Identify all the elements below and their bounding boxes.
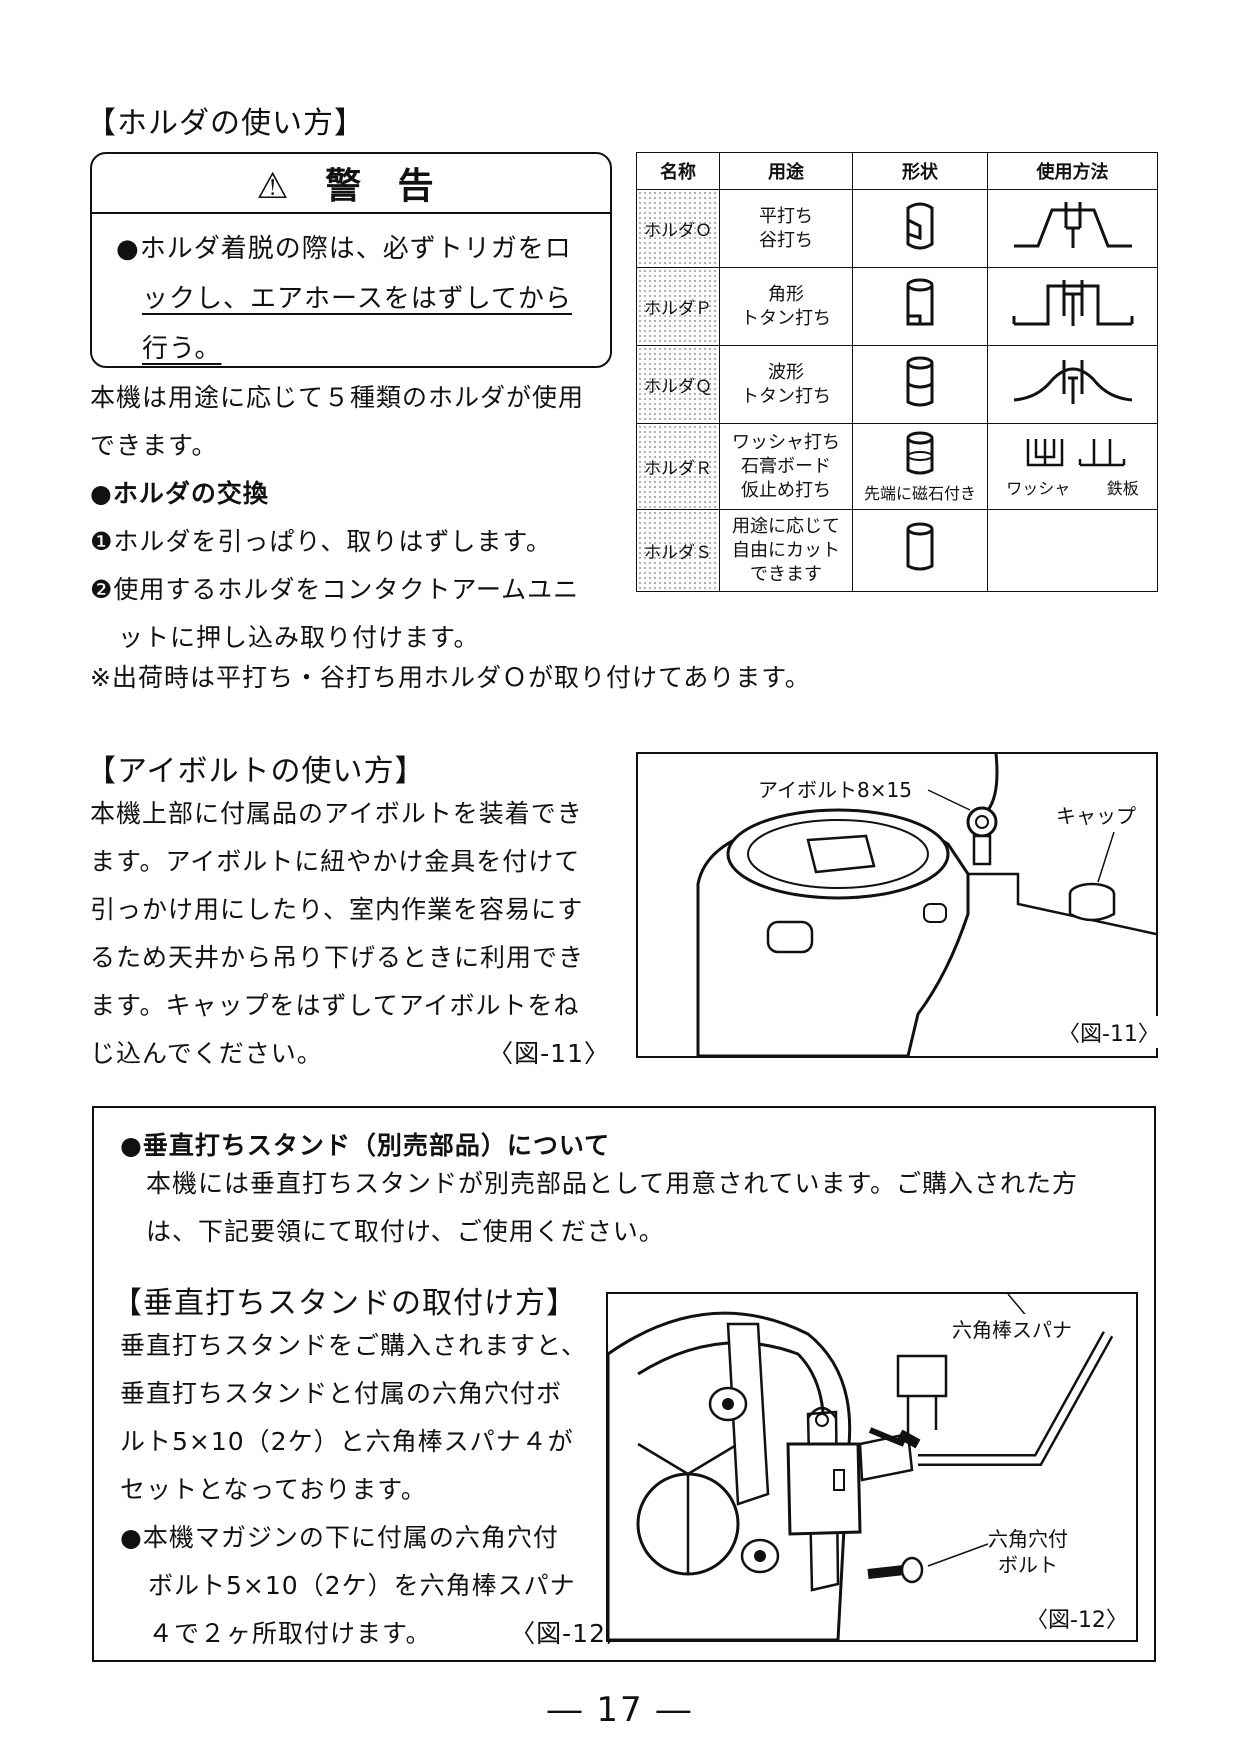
- holder-name: ホルダＱ: [636, 345, 720, 424]
- holder-note: ※出荷時は平打ち・谷打ち用ホルダＯが取り付けてあります。: [90, 663, 811, 692]
- figure-12: 六角棒スパナ 六角穴付 ボルト 〈図-12〉: [606, 1292, 1138, 1642]
- table-header: 形状: [852, 152, 988, 190]
- eyebolt-line: じ込んでください。: [90, 1039, 323, 1068]
- table-row: ホルダＳ 用途に応じて自由にカットできます: [636, 509, 1158, 592]
- eyebolt-section-title: 【アイボルトの使い方】: [86, 754, 426, 789]
- stand-line: 垂直打ちスタンドをご購入されますと、: [120, 1331, 588, 1360]
- table-row: ホルダＯ 平打ち谷打ち: [636, 189, 1158, 268]
- stand-line: 垂直打ちスタンドと付属の六角穴付ボ: [120, 1379, 563, 1408]
- table-header: 使用方法: [987, 152, 1158, 190]
- holder-step: ❷使用するホルダをコンタクトアームユニ: [90, 575, 580, 604]
- stand-bullet-line: ４で２ヶ所取付けます。: [148, 1619, 432, 1648]
- stand-text: 垂直打ちスタンドをご購入されますと、 垂直打ちスタンドと付属の六角穴付ボ ルト5…: [120, 1322, 640, 1658]
- stand-section-box: ●垂直打ちスタンド（別売部品）について 本機には垂直打ちスタンドが別売部品として…: [92, 1106, 1156, 1662]
- stand-title: 【垂直打ちスタンドの取付け方】: [112, 1286, 577, 1321]
- warning-bullet: ●: [116, 234, 140, 264]
- holder-table: 名称 用途 形状 使用方法 ホルダＯ 平打ち谷打ち ホルダＰ 角形トタン打ち ホ…: [636, 152, 1158, 592]
- eyebolt-illustration: [696, 754, 1156, 1056]
- warning-line: 行う。: [142, 334, 222, 364]
- warning-line: ホルダ着脱の際は、必ずトリガをロ: [139, 234, 572, 264]
- stand-line: ルト5×10（2ケ）と六角棒スパナ４が: [120, 1427, 574, 1456]
- holder-r-note: 先端に磁石付き: [863, 484, 976, 503]
- table-header: 名称: [636, 152, 720, 190]
- warning-box: ⚠ 警 告 ●ホルダ着脱の際は、必ずトリガをロ ックし、エアホースをはずしてから…: [90, 152, 612, 368]
- holder-name: ホルダＰ: [636, 267, 720, 346]
- table-row: ホルダＰ 角形トタン打ち: [636, 267, 1158, 346]
- stand-intro-line: 本機には垂直打ちスタンドが別売部品として用意されています。ご購入された方: [146, 1169, 1079, 1198]
- eyebolt-line: るため天井から吊り下げるときに利用でき: [90, 943, 585, 972]
- bolt-label-line: ボルト: [998, 1553, 1058, 1577]
- table-header-row: 名称 用途 形状 使用方法: [636, 152, 1158, 190]
- plate-label: 鉄板: [1106, 479, 1139, 498]
- holder-section-title: 【ホルダの使い方】: [86, 106, 365, 141]
- eyebolt-line: 本機上部に付属品のアイボルトを装着でき: [90, 799, 583, 828]
- figure-12-caption: 〈図-12〉: [1026, 1602, 1128, 1634]
- holder-name: ホルダＲ: [636, 423, 720, 510]
- stand-heading: ●垂直打ちスタンド（別売部品）について: [120, 1131, 611, 1160]
- stand-bullet-line: ボルト5×10（2ケ）を六角棒スパナ: [148, 1571, 576, 1600]
- holder-s-icon: [852, 509, 988, 592]
- bolt-label: 六角穴付 ボルト: [988, 1526, 1068, 1578]
- stand-intro: 本機には垂直打ちスタンドが別売部品として用意されています。ご購入された方 は、下…: [146, 1160, 1146, 1256]
- figure-11-caption: 〈図-11〉: [1058, 1016, 1160, 1048]
- eyebolt-text: 本機上部に付属品のアイボルトを装着でき ます。アイボルトに紐やかけ金具を付けて …: [90, 790, 630, 1078]
- holder-name: ホルダＳ: [636, 509, 720, 592]
- holder-step: ❶ホルダを引っぱり、取りはずします。: [90, 527, 552, 556]
- holder-o-icon: [852, 189, 988, 268]
- holder-p-icon: [852, 267, 988, 346]
- flat-valley-method-icon: [987, 189, 1158, 268]
- eyebolt-line: 引っかけ用にしたり、室内作業を容易にす: [90, 895, 584, 924]
- stand-intro-line: は、下記要領にて取付け、ご使用ください。: [146, 1217, 665, 1246]
- washer-plate-method-icon: ワッシャ 鉄板: [987, 423, 1158, 510]
- table-header: 用途: [719, 152, 853, 190]
- holder-q-icon: [852, 345, 988, 424]
- stand-bullet-line: ●本機マガジンの下に付属の六角穴付: [120, 1523, 559, 1552]
- holder-use: 平打ち谷打ち: [719, 189, 853, 268]
- holder-exchange-heading: ●ホルダの交換: [90, 479, 269, 508]
- figure-11: アイボルト8×15 キャップ 〈図-11〉: [636, 752, 1160, 1058]
- holder-use: 用途に応じて自由にカットできます: [719, 509, 853, 592]
- washer-label: ワッシャ: [1006, 479, 1071, 498]
- table-row: ホルダＱ 波形トタン打ち: [636, 345, 1158, 424]
- page-number: ― 17 ―: [547, 1690, 693, 1730]
- holder-intro-line: できます。: [90, 431, 218, 460]
- spanner-label: 六角棒スパナ: [952, 1314, 1072, 1343]
- eyebolt-fig-ref: 〈図-11〉: [488, 1039, 610, 1068]
- empty-method-cell: [987, 509, 1158, 592]
- holder-name: ホルダＯ: [636, 189, 720, 268]
- stand-line: セットとなっております。: [120, 1475, 427, 1504]
- bolt-label-line: 六角穴付: [988, 1527, 1068, 1551]
- holder-use: 波形トタン打ち: [719, 345, 853, 424]
- holder-intro-line: 本機は用途に応じて５種類のホルダが使用: [90, 383, 585, 412]
- holder-intro: 本機は用途に応じて５種類のホルダが使用 できます。 ●ホルダの交換 ❶ホルダを引…: [90, 374, 630, 662]
- wave-tin-method-icon: [987, 345, 1158, 424]
- holder-step: ットに押し込み取り付けます。: [118, 623, 480, 652]
- cap-label: キャップ: [1056, 800, 1136, 829]
- holder-r-icon: 先端に磁石付き: [852, 423, 988, 510]
- square-tin-method-icon: [987, 267, 1158, 346]
- holder-use: ワッシャ打ち石膏ボード仮止め打ち: [719, 423, 853, 510]
- eyebolt-label: アイボルト8×15: [758, 774, 912, 803]
- stand-illustration: [608, 1294, 1114, 1640]
- eyebolt-line: ます。キャップをはずしてアイボルトをね: [90, 991, 580, 1020]
- holder-use: 角形トタン打ち: [719, 267, 853, 346]
- table-row: ホルダＲ ワッシャ打ち石膏ボード仮止め打ち 先端に磁石付き ワッシャ 鉄板: [636, 423, 1158, 510]
- warning-line: ックし、エアホースをはずしてから: [142, 284, 572, 314]
- warning-text: ●ホルダ着脱の際は、必ずトリガをロ ックし、エアホースをはずしてから 行う。: [92, 214, 610, 374]
- warning-title: ⚠ 警 告: [92, 154, 610, 214]
- eyebolt-line: ます。アイボルトに紐やかけ金具を付けて: [90, 847, 581, 876]
